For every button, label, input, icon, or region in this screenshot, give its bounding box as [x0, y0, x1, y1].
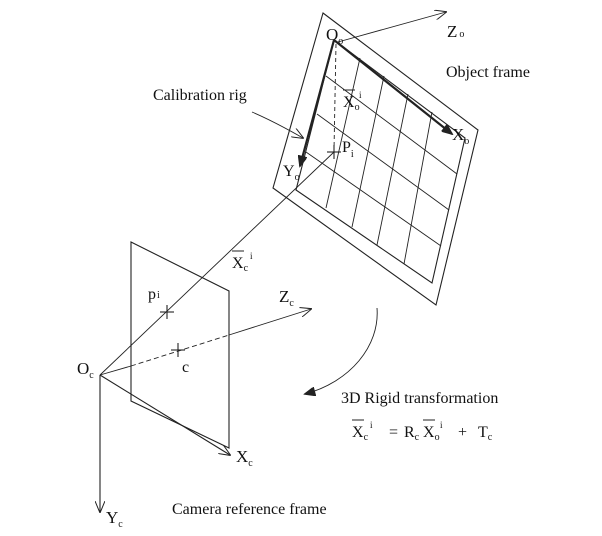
rigid-transformation-label: 3D Rigid transformation [341, 390, 498, 407]
rig-grid-lines [305, 57, 458, 265]
label-Zc: Zc [279, 287, 294, 309]
principal-point-marker [171, 343, 185, 357]
svg-text:Xo: Xo [343, 94, 360, 113]
camera-z-axis-solid [99, 365, 132, 376]
label-Oc: Oc [77, 359, 94, 381]
svg-text:Xo: Xo [423, 424, 440, 443]
point-pi-marker [160, 305, 174, 319]
rigid-transformation-arrow [305, 307, 378, 394]
svg-text:i: i [359, 90, 362, 100]
svg-text:Tc: Tc [478, 424, 493, 443]
camera-z-axis [228, 309, 311, 336]
svg-text:+: + [458, 424, 467, 441]
rig-inner-border [295, 39, 466, 284]
label-Xo: Xo [452, 125, 469, 147]
svg-text:i: i [440, 420, 443, 430]
svg-text:=: = [389, 424, 398, 441]
rigid-transformation-equation: Xc i = Rc Xo i + Tc [352, 419, 493, 443]
label-Yc: Yc [106, 508, 123, 530]
label-Xc: Xc [236, 447, 253, 469]
object-frame-label: Object frame [446, 64, 530, 81]
camera-reference-frame-label: Camera reference frame [172, 501, 327, 518]
calibration-rig-label: Calibration rig [153, 87, 247, 104]
camera-model [99, 151, 335, 512]
calibration-rig-leader [251, 111, 303, 138]
label-Yo: Yo [283, 163, 300, 183]
object-x-axis [333, 39, 452, 134]
label-pi: pi [148, 286, 160, 303]
label-Pi: Pi [342, 139, 354, 160]
object-y-axis [300, 39, 336, 166]
svg-text:i: i [370, 420, 373, 430]
label-Xci: Xc i [232, 250, 253, 274]
object-z-axis [337, 12, 446, 43]
svg-text:i: i [250, 251, 253, 261]
rig-outer-border [272, 12, 479, 306]
label-Xoi: Xo i [343, 89, 362, 113]
svg-text:Rc: Rc [404, 424, 420, 443]
calibration-rig [272, 12, 479, 306]
label-Oo: Oo [326, 25, 343, 47]
projection-ray [99, 151, 335, 376]
vector-object-point [333, 43, 337, 151]
svg-text:Xc: Xc [352, 424, 369, 443]
label-c: c [182, 359, 189, 376]
svg-text:Xc: Xc [232, 255, 249, 274]
camera-x-axis [99, 374, 230, 455]
image-plane [130, 241, 230, 449]
